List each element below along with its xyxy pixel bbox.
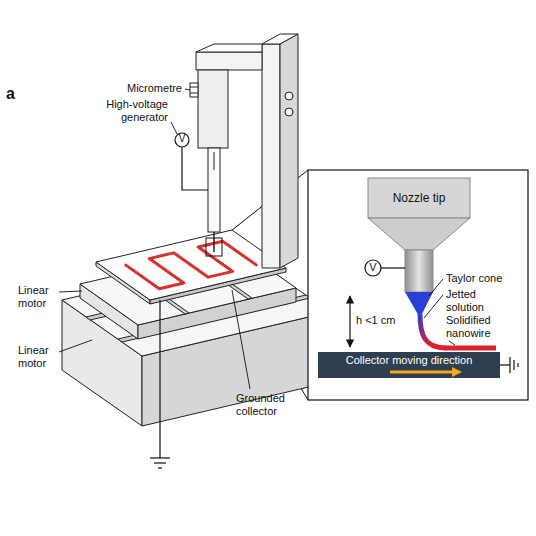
part-label: Linear motor <box>18 284 58 310</box>
leader-lines <box>59 340 92 352</box>
collector-plate <box>96 230 286 300</box>
voltage-symbol-text: V <box>172 133 192 145</box>
height-arrow <box>349 296 350 347</box>
z-stage <box>190 83 198 97</box>
zoom-frame <box>206 238 222 256</box>
gantry-frame <box>280 34 298 268</box>
leader-lines <box>59 89 250 389</box>
gantry-frame <box>262 44 280 268</box>
ground-symbol <box>513 360 514 370</box>
motion-arrow <box>390 367 462 377</box>
ground-wire <box>158 467 162 468</box>
gantry-frame <box>196 52 262 70</box>
gantry-frame <box>262 34 298 44</box>
z-stage <box>198 70 228 148</box>
part-label: Jetted solution <box>446 288 496 314</box>
collector-plate <box>96 230 286 304</box>
leader-lines <box>449 341 455 345</box>
leader-lines <box>171 122 177 134</box>
motion-arrow <box>452 367 462 377</box>
gantry-frame <box>196 44 262 52</box>
nanowire <box>444 346 496 351</box>
ground-wire <box>159 300 160 458</box>
inset-frame <box>308 170 528 400</box>
syringe <box>213 232 215 252</box>
part-label: Taylor cone <box>446 272 522 285</box>
syringe <box>214 152 215 170</box>
part-label: Micrometre <box>96 82 182 95</box>
node-text: Collector moving direction <box>346 354 473 367</box>
ground-symbol <box>500 364 510 365</box>
gantry-frame <box>285 92 293 100</box>
leader-lines <box>59 291 82 292</box>
part-label: Linear motor <box>18 344 58 370</box>
dimension-label: h <1 cm <box>356 314 404 327</box>
part-label: Grounded collector <box>236 392 294 418</box>
nozzle <box>368 178 470 218</box>
nozzle-tip: Nozzle tip <box>368 178 470 218</box>
ground-symbol <box>517 363 518 367</box>
ground-wire <box>150 300 170 468</box>
ground-wire <box>154 462 166 463</box>
leader-lines <box>232 290 250 389</box>
ground-symbol <box>509 357 510 373</box>
nozzle <box>405 250 433 292</box>
z-stage <box>190 87 198 88</box>
leader-lines <box>429 279 443 296</box>
node-text: Nozzle tip <box>393 192 446 205</box>
collector-bar <box>318 352 500 378</box>
z-stage <box>190 70 228 148</box>
syringe <box>208 148 220 252</box>
high-voltage-wire <box>381 267 405 268</box>
leader-lines <box>185 89 190 90</box>
motion-arrow <box>390 371 452 374</box>
leader-lines <box>424 295 443 318</box>
nozzle <box>368 218 470 250</box>
jet <box>420 314 446 348</box>
voltage-symbol-text: V <box>363 261 383 274</box>
ground-wire <box>150 457 170 458</box>
gantry-frame <box>285 108 293 116</box>
part-label: High-voltage generator <box>96 98 168 124</box>
gantry-frame <box>196 34 298 268</box>
panel-letter: a <box>6 84 26 103</box>
high-voltage-wire <box>381 267 405 268</box>
high-voltage-wire <box>182 147 208 190</box>
collector-bar: Collector moving direction <box>318 352 500 378</box>
ground-symbol <box>500 357 518 373</box>
high-voltage-wire <box>182 147 208 190</box>
syringe <box>208 148 220 232</box>
part-label: Solidified nanowire <box>446 314 504 340</box>
printed-pattern <box>125 241 257 288</box>
z-stage <box>190 93 198 94</box>
